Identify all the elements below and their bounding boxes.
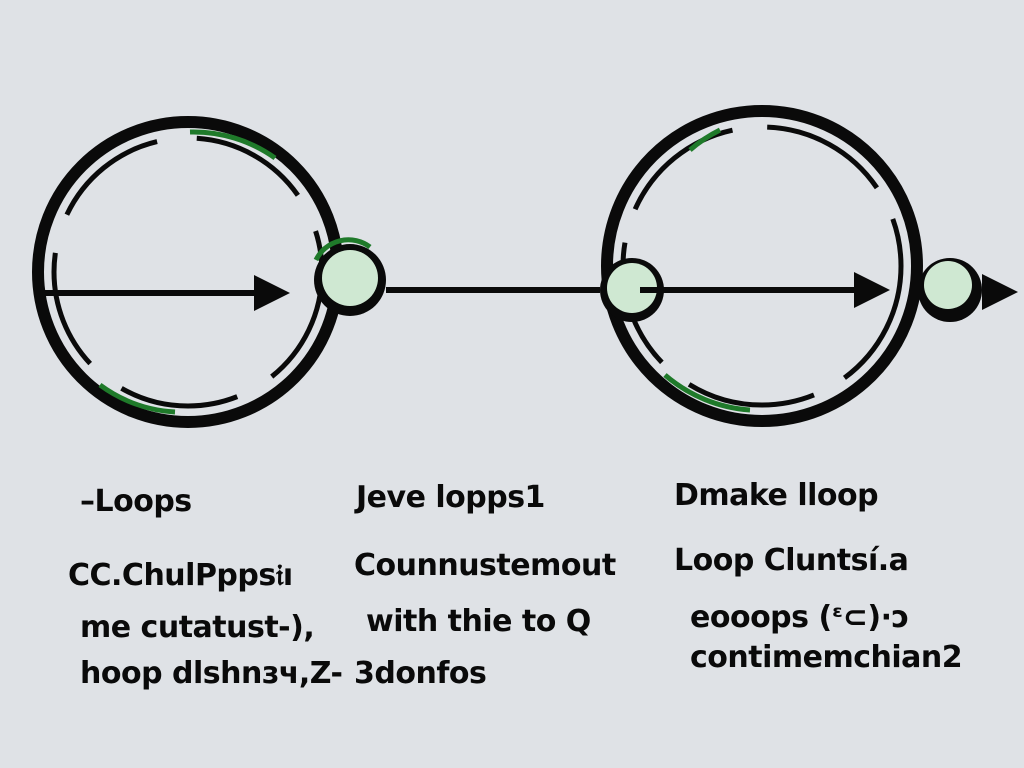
column-1-heading: –Loops <box>80 484 192 519</box>
column-2-line: Counnustemout <box>354 548 616 583</box>
column-2-line: with thie to Q <box>366 604 591 639</box>
column-1-line: CC.ChulPpps𝔦ı <box>68 558 293 593</box>
left-loop-circle <box>32 116 344 428</box>
column-3-line: Loop Cluntsí.a <box>674 543 909 578</box>
right-node <box>918 258 982 322</box>
column-2-heading: Jeve lopps1 <box>356 480 545 515</box>
column-1-line: me cutatust-), <box>80 610 315 645</box>
right-loop-circle <box>601 105 923 427</box>
left-node <box>313 237 386 316</box>
column-3-heading: Dmake lloop <box>674 478 879 513</box>
column-3-line: eooops (ᵋ⊂)·ͻ <box>690 600 909 635</box>
column-3-line: contimemchian2 <box>690 640 963 675</box>
column-2-line: 3donfos <box>354 656 487 691</box>
middle-node <box>600 258 664 322</box>
column-1-line: hoop dlshnзч,Z- <box>80 656 343 691</box>
